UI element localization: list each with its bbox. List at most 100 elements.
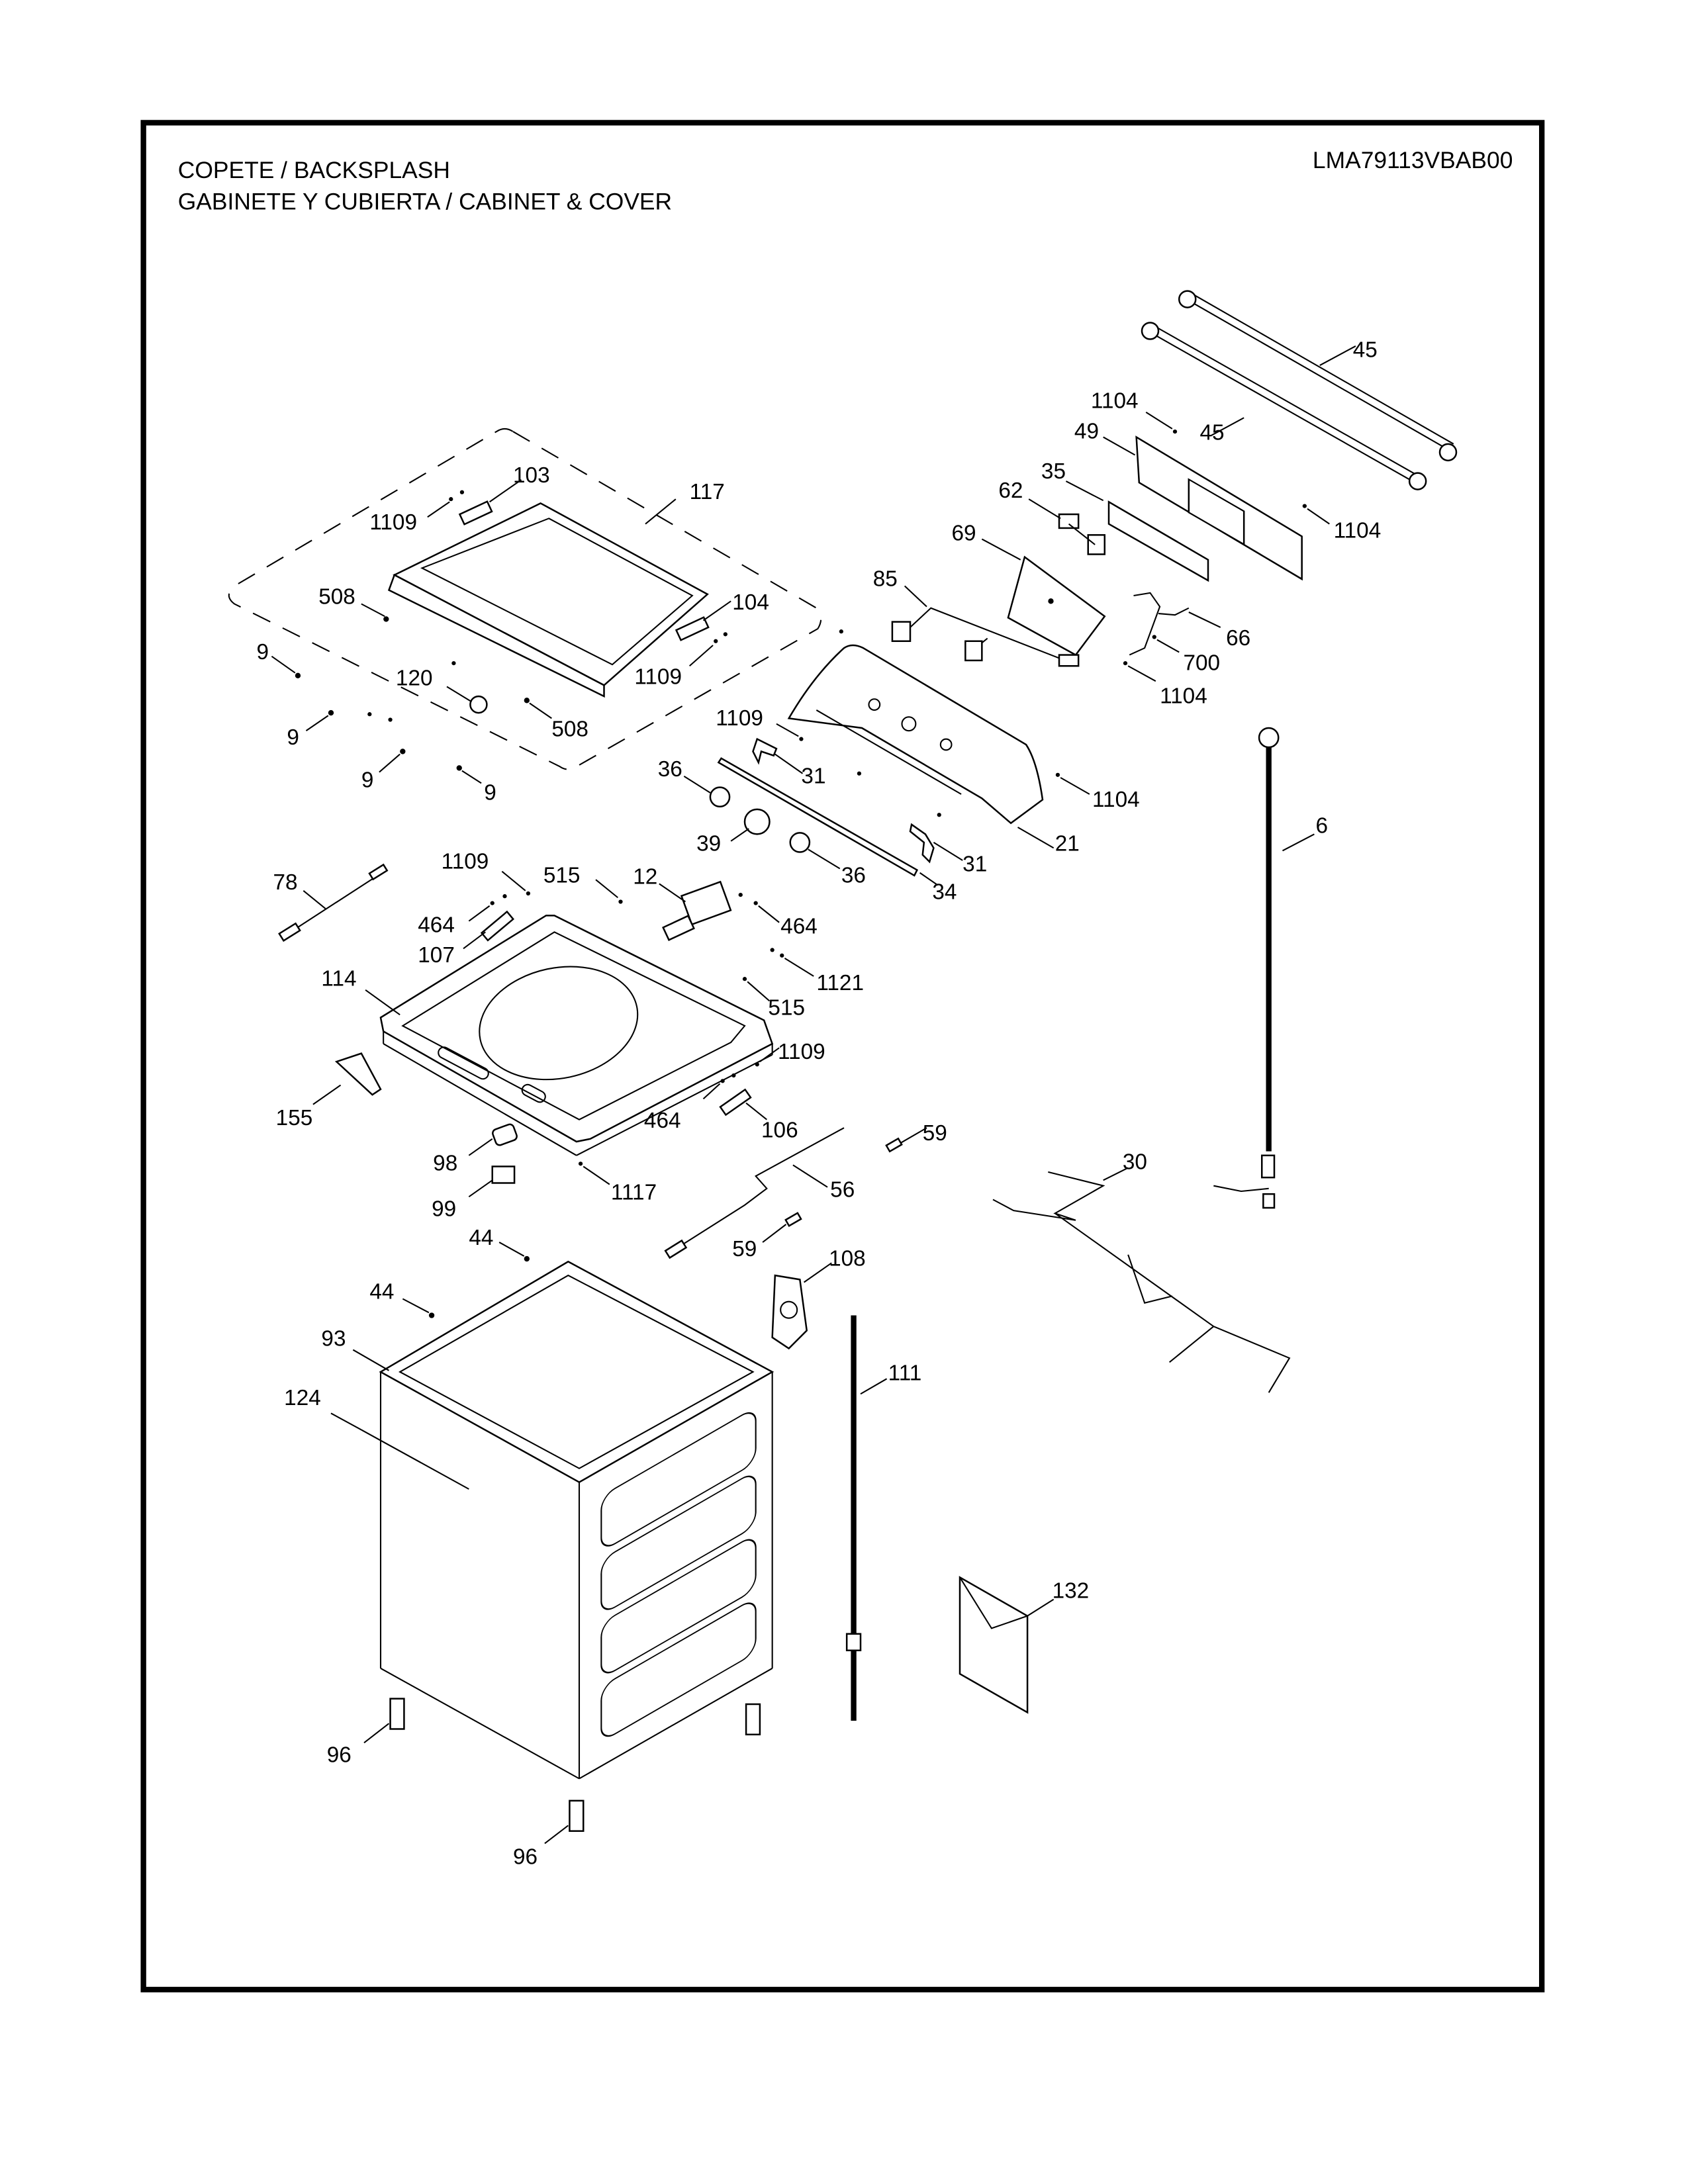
part-lid	[387, 502, 709, 698]
part-96-leveling-leg	[745, 1703, 761, 1736]
callout-59: 59	[923, 1121, 947, 1146]
part-124-bracket	[361, 1429, 469, 1490]
callout-1109: 1109	[442, 850, 489, 874]
title-cabinet-cover: GABINETE Y CUBIERTA / CABINET & COVER	[178, 189, 672, 215]
callout-9: 9	[257, 640, 269, 664]
callout-108: 108	[829, 1246, 866, 1271]
callout-508: 508	[551, 717, 588, 742]
callout-6: 6	[1316, 813, 1329, 838]
part-45-inlet-hoses	[1141, 290, 1458, 490]
callout-9: 9	[287, 725, 299, 750]
callout-104: 104	[732, 590, 769, 615]
callout-464: 464	[780, 914, 818, 938]
callout-44: 44	[369, 1279, 394, 1304]
callout-1104: 1104	[1091, 389, 1139, 414]
callout-78: 78	[273, 870, 298, 895]
part-6-power-cord	[1213, 727, 1280, 1209]
part-69-control-board	[1007, 555, 1106, 657]
part-36-knob	[789, 832, 811, 853]
callout-96: 96	[327, 1743, 352, 1768]
part-104-hinge	[675, 616, 710, 641]
callout-107: 107	[418, 943, 455, 968]
part-155-dispenser	[334, 1052, 382, 1096]
callout-1104: 1104	[1160, 684, 1207, 709]
part-59-terminal	[885, 1137, 903, 1153]
callout-1109: 1109	[634, 664, 682, 689]
callout-1121: 1121	[816, 971, 864, 995]
callout-132: 132	[1053, 1579, 1090, 1604]
model-number: LMA79113VBAB00	[1313, 147, 1513, 173]
callout-9: 9	[484, 780, 496, 805]
lid-assembly-117-outline	[228, 428, 822, 770]
callout-515: 515	[768, 995, 805, 1020]
part-59-terminal	[784, 1212, 802, 1227]
callout-106: 106	[761, 1118, 798, 1143]
callout-1117: 1117	[611, 1180, 657, 1205]
callout-30: 30	[1123, 1150, 1147, 1175]
callout-45: 45	[1200, 421, 1225, 445]
callout-98: 98	[433, 1152, 457, 1176]
callout-69: 69	[952, 522, 976, 546]
callout-515: 515	[543, 863, 581, 887]
part-78-harness	[278, 863, 389, 942]
callout-1104: 1104	[1092, 788, 1140, 812]
callout-45: 45	[1353, 338, 1378, 363]
callout-93: 93	[321, 1326, 346, 1351]
part-114-top-panel	[379, 915, 774, 1156]
part-103-hinge	[458, 500, 493, 525]
part-35-trim	[1107, 500, 1209, 582]
callout-103: 103	[513, 463, 550, 488]
page-frame	[140, 120, 1545, 1993]
callout-35: 35	[1041, 459, 1066, 484]
part-132-literature	[959, 1576, 1029, 1714]
callout-44: 44	[469, 1226, 493, 1250]
part-30-main-harness	[992, 1171, 1291, 1393]
callout-117: 117	[690, 480, 725, 504]
callout-114: 114	[321, 967, 356, 991]
callout-464: 464	[418, 913, 455, 937]
title-backsplash: COPETE / BACKSPLASH	[178, 157, 450, 183]
callout-39: 39	[696, 831, 721, 856]
callout-36: 36	[658, 757, 682, 782]
part-98-cap	[492, 1123, 518, 1146]
part-96-leveling-leg	[569, 1799, 585, 1832]
callout-56: 56	[830, 1177, 855, 1202]
callout-21: 21	[1055, 831, 1080, 856]
part-36-knob	[709, 786, 731, 807]
part-21-console	[787, 644, 1044, 825]
callout-12: 12	[633, 864, 657, 889]
callout-59: 59	[732, 1237, 757, 1261]
callout-1104: 1104	[1334, 519, 1382, 543]
callout-49: 49	[1074, 420, 1099, 444]
callout-111: 111	[888, 1361, 922, 1385]
part-107-actuator	[480, 910, 515, 942]
part-96-leveling-leg	[389, 1698, 405, 1730]
part-66-harness	[1129, 592, 1190, 656]
part-85-harness	[891, 607, 1080, 667]
callout-508: 508	[318, 585, 355, 610]
callout-31: 31	[962, 852, 987, 877]
callout-120: 120	[396, 666, 433, 690]
callout-66: 66	[1226, 626, 1250, 651]
part-99-cover	[491, 1165, 516, 1184]
callout-124: 124	[284, 1386, 321, 1410]
part-12-water-valve	[662, 880, 732, 941]
part-62-switch	[1058, 513, 1106, 555]
callout-34: 34	[932, 880, 957, 904]
part-39-knob	[743, 808, 771, 835]
callout-1109: 1109	[778, 1040, 825, 1064]
callout-36: 36	[841, 863, 866, 887]
callout-62: 62	[998, 478, 1023, 503]
part-34-trim	[717, 757, 919, 877]
callout-96: 96	[513, 1845, 538, 1870]
part-106-actuator	[719, 1088, 752, 1116]
callout-1109: 1109	[369, 510, 417, 535]
callout-85: 85	[873, 567, 898, 591]
callout-700: 700	[1184, 651, 1221, 676]
callout-464: 464	[644, 1109, 681, 1133]
callout-1109: 1109	[716, 706, 763, 731]
part-31-end-cap	[752, 737, 778, 765]
callout-9: 9	[361, 768, 374, 793]
part-108-bracket	[771, 1274, 808, 1350]
